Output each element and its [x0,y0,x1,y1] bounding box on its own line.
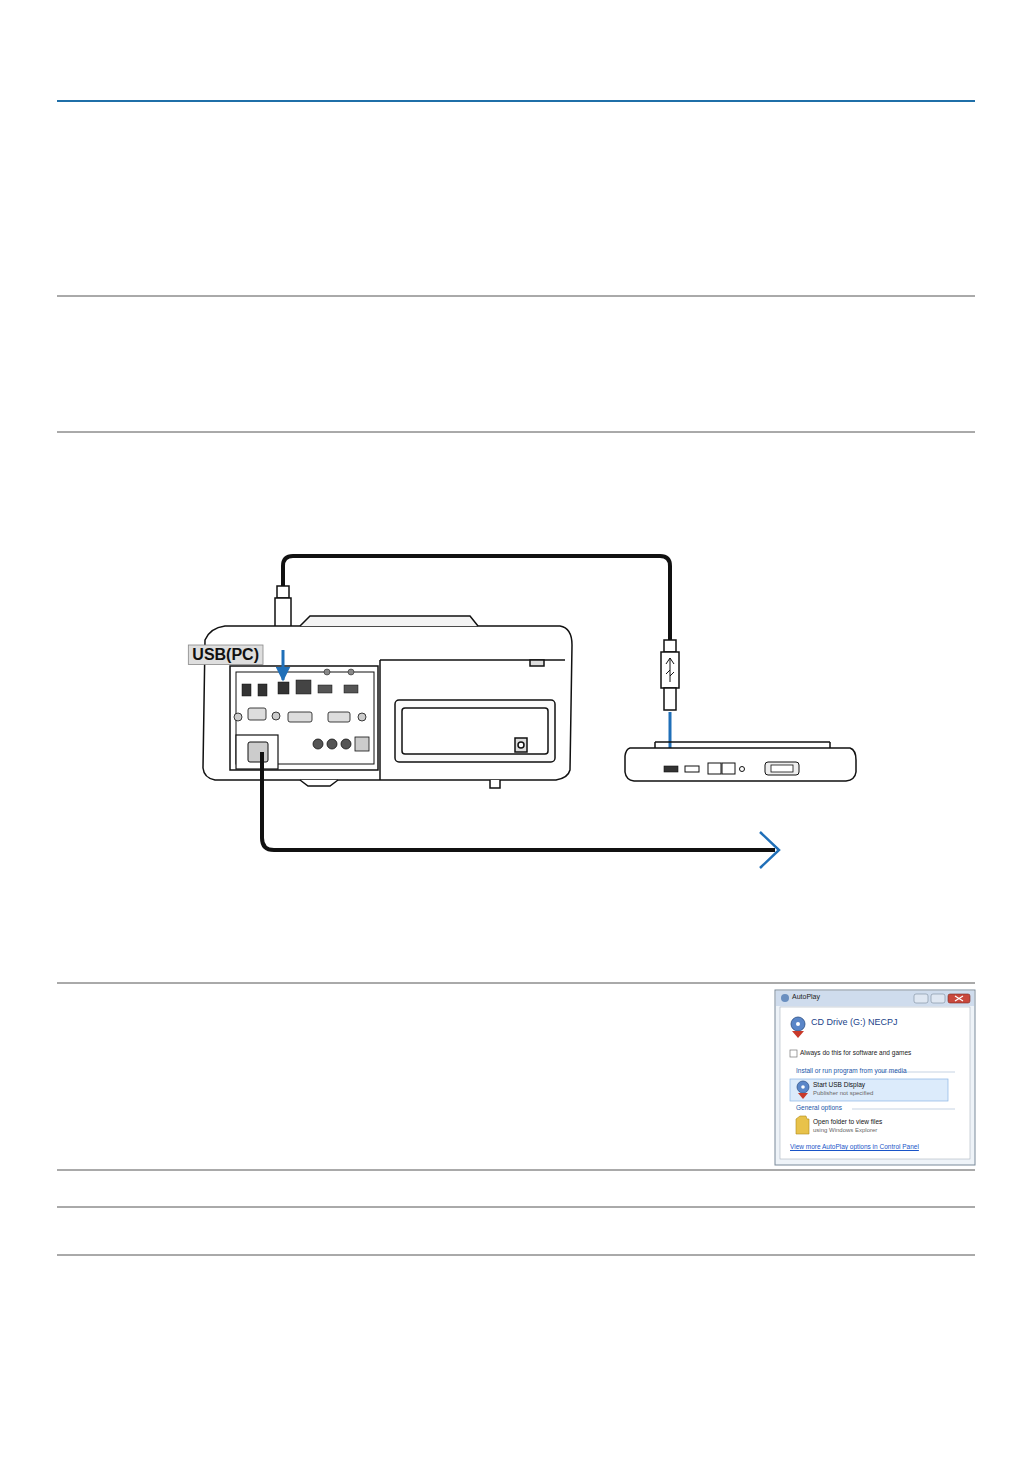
autoplay-window-part [780,1007,970,1159]
projector-part [288,712,312,722]
projector-part [300,780,500,788]
usb-cable-part [275,598,291,628]
section-heading: General options [796,1104,842,1111]
projector-part [328,712,350,722]
projector-part [518,742,524,748]
autoplay-window-part [775,990,975,1165]
projector-part [530,660,544,666]
page-rules-part [57,1255,975,1256]
projector-part [355,737,369,751]
projector-part [248,742,268,762]
laptop-part [771,765,793,772]
section-heading: Install or run program from your media [796,1067,907,1074]
laptop-part [655,741,830,743]
projector-part [324,669,330,675]
option-note: Publisher not specified [813,1090,873,1097]
laptop [625,742,856,781]
usb-cable-part [277,586,289,598]
link-text: View more AutoPlay options in Control Pa… [790,1143,919,1150]
power-cord-part [760,832,779,868]
option-title: Open folder to view files [813,1118,882,1125]
autoplay-window-part [781,994,789,1002]
usb-cable-part [664,688,676,710]
projector-part [230,666,378,770]
usb-port-callout [188,645,283,680]
laptop-part [625,748,856,781]
projector-part [236,735,278,769]
page-rules-part [57,432,975,433]
autoplay-window-part [776,991,974,1006]
projector-part [515,738,527,752]
page-rules-part [57,1207,975,1208]
projector-part [236,672,374,764]
laptop-part [685,766,699,772]
autoplay-window-part [797,1081,809,1093]
autoplay-window-part [790,1050,797,1057]
projector-part [272,712,280,720]
autoplay-window-part [931,994,945,1003]
page-rules-part [57,1170,975,1171]
autoplay-window-part [948,994,970,1003]
autoplay-window [775,990,975,1165]
page-rules-part [57,983,975,984]
projector-part [402,708,548,754]
projector-part [344,685,358,693]
port-label: USB(PC) [192,646,259,664]
autoplay-window-part [955,996,963,1001]
projector-part [318,685,332,693]
window-title: AutoPlay [792,993,820,1001]
laptop-part [654,742,656,748]
projector-part [341,739,351,749]
power-cord-part [262,752,775,850]
projector-part [258,684,267,696]
option-note: using Windows Explorer [813,1127,877,1134]
projector-part [242,684,251,696]
usb-cable-part [661,652,679,688]
page-rules [57,101,975,1255]
laptop-part [829,742,831,748]
projector-part [313,739,323,749]
projector [203,616,572,788]
usb-cable-part [666,658,674,682]
projector-part [395,700,555,762]
projector-part [327,739,337,749]
autoplay-window-part [852,1109,955,1110]
page-rules-part [57,100,975,102]
autoplay-window-part [801,1085,805,1089]
usb-cable-part [664,640,676,652]
drive-title: CD Drive (G:) NECPJ [811,1018,898,1028]
projector-part [278,682,289,694]
usb-port-callout-part [282,650,285,680]
usb-port-callout-part [188,645,263,665]
laptop-part [708,763,721,774]
autoplay-window-part [796,1116,809,1134]
page-rules-part [57,296,975,297]
laptop-part [740,767,745,772]
autoplay-window-part [796,1022,800,1026]
autoplay-window-part [914,994,928,1003]
autoplay-window-part [792,1031,804,1038]
laptop-part [765,762,799,775]
laptop-part [722,763,735,774]
projector-part [248,708,266,720]
autoplay-window-part [790,1079,948,1101]
projector-part [379,660,381,780]
projector-part [296,680,311,694]
autoplay-window-part [791,1017,805,1031]
projector-part [234,713,242,721]
checkbox-label: Always do this for software and games [800,1049,911,1056]
projector-part [300,616,478,626]
projector-part [348,669,354,675]
autoplay-window-part [798,1093,808,1099]
option-title: Start USB Display [813,1081,865,1088]
laptop-part [664,766,678,772]
projector-part [358,713,366,721]
